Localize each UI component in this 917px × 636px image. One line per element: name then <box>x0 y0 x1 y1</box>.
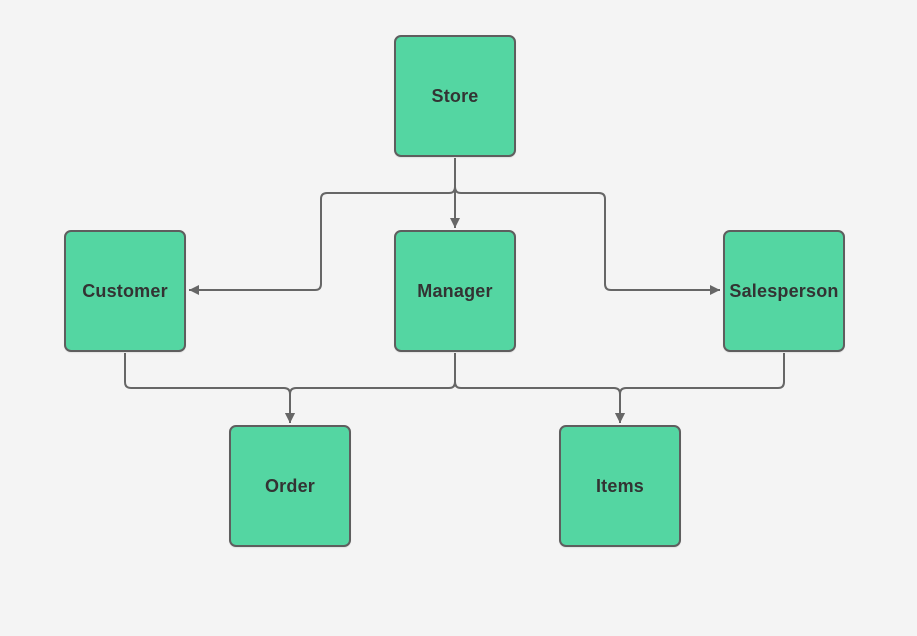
node-manager-label: Manager <box>417 280 493 301</box>
edge-salesperson-items[interactable] <box>615 353 785 423</box>
node-order-label: Order <box>264 475 316 496</box>
node-store-label: Store <box>431 85 479 106</box>
node-order[interactable]: Order <box>229 425 351 547</box>
node-items[interactable]: Items <box>559 425 681 547</box>
node-store[interactable]: Store <box>394 35 516 157</box>
node-customer[interactable]: Customer <box>64 230 186 352</box>
node-items-label: Items <box>595 475 645 496</box>
node-manager[interactable]: Manager <box>394 230 516 352</box>
edge-store-salesperson[interactable] <box>454 158 720 295</box>
edge-manager-order[interactable] <box>285 353 456 423</box>
node-salesperson[interactable]: Salesperson <box>723 230 845 352</box>
node-customer-label: Customer <box>82 280 168 301</box>
edge-customer-order[interactable] <box>124 353 295 423</box>
edge-store-customer[interactable] <box>189 158 456 295</box>
node-salesperson-label: Salesperson <box>729 280 839 301</box>
edge-manager-items[interactable] <box>454 353 625 423</box>
